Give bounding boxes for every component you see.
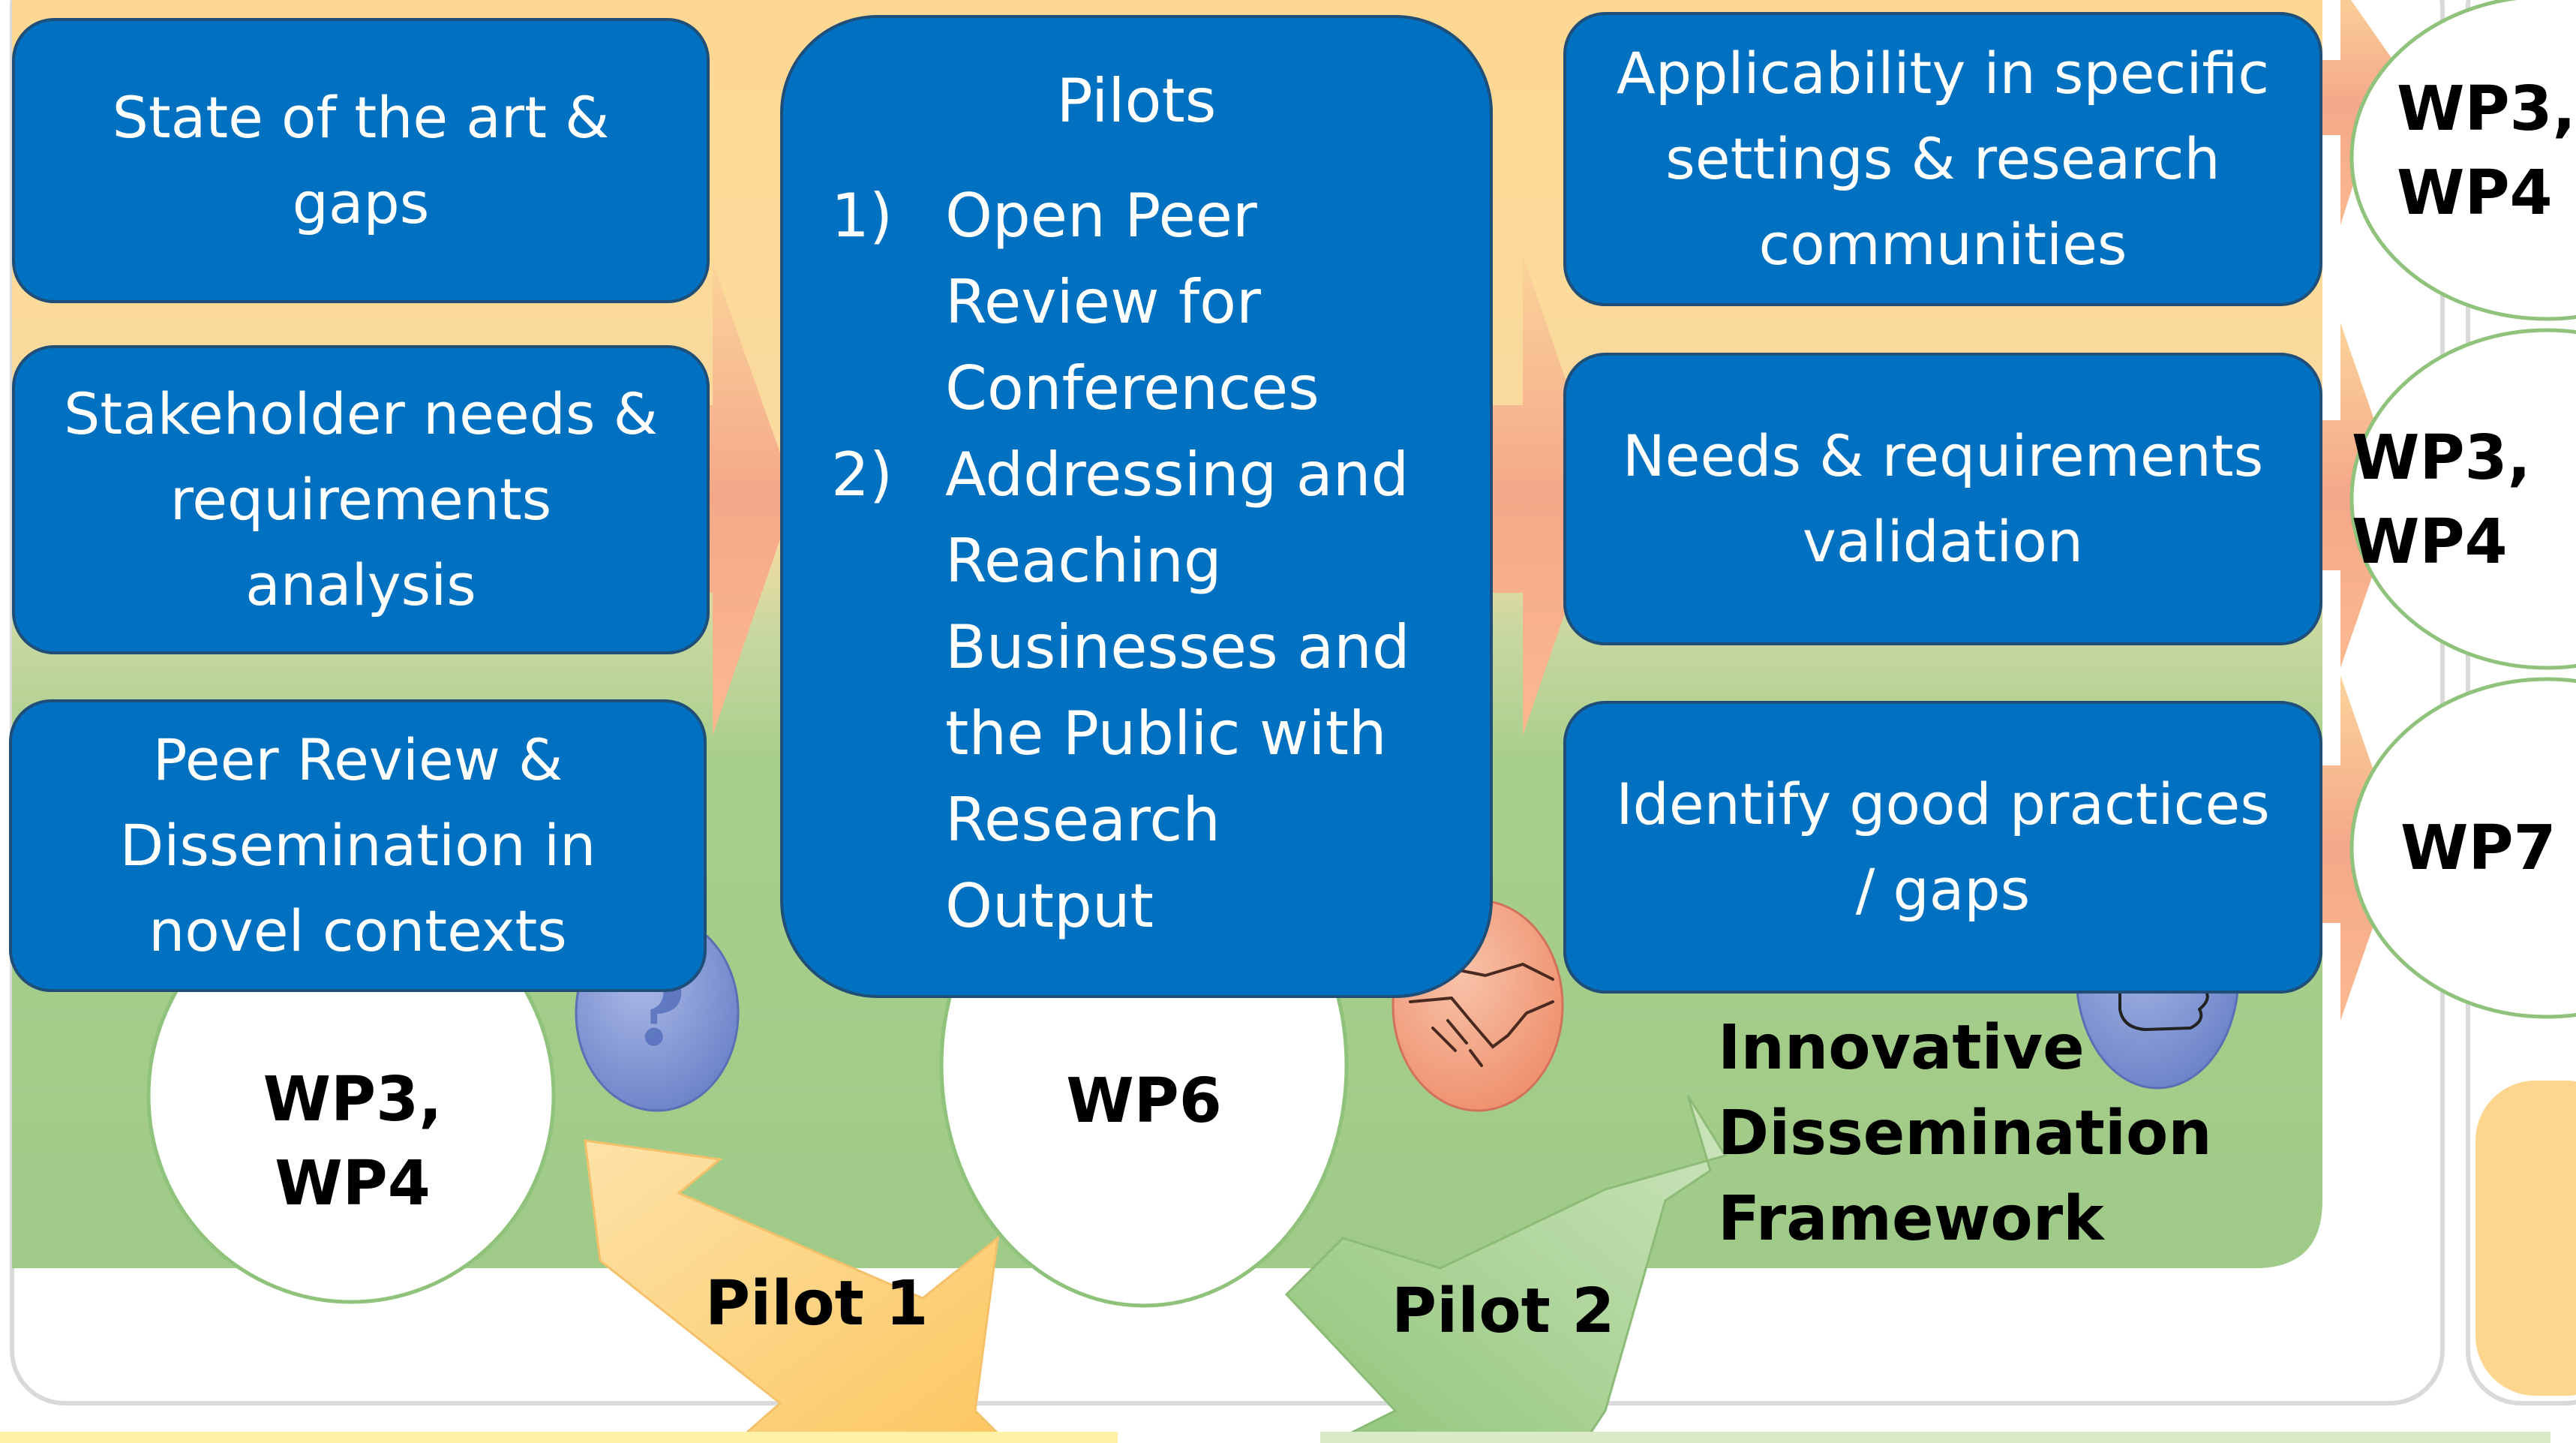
box-line: settings & research [1665,125,2220,192]
bottom-strip-yellow [0,1432,1118,1443]
wp-line: WP3, [2352,422,2531,494]
pilot2-arrow [1284,1095,1728,1443]
pilot-item-2: Addressing and Reaching Businesses and t… [945,431,1410,949]
pilot-item-number: 1) [831,181,893,251]
pilot2-label: Pilot 2 [1392,1276,1615,1347]
framework-label: Innovative Dissemination Framework [1718,1006,2212,1262]
pilot1-label: Pilot 1 [705,1268,929,1339]
bottom-strip-green [1320,1432,2550,1443]
input-box-stakeholder-needs: Stakeholder needs & requirements analysi… [12,345,710,654]
pilot-item-line: Open Peer [945,181,1257,251]
wp-label-left: WP3, WP4 [255,1058,450,1226]
pilots-box [780,15,1493,998]
pilot-item-line: Conferences [945,353,1320,423]
box-line: Peer Review & [152,726,563,793]
wp-label-right-mid: WP3, WP4 [2352,416,2531,585]
input-box-state-of-art: State of the art & gaps [12,18,710,303]
pilot-item-line: the Public with [945,699,1387,768]
wp-line: WP4 [2352,507,2508,578]
pilot-item-line: Reaching [945,526,1222,596]
box-line: State of the art & [112,84,610,151]
circle-right-top [2349,0,2576,321]
box-line: analysis [245,552,476,618]
arrow-center-to-right [1463,255,1605,735]
output-box-needs-validation: Needs & requirements validation [1563,353,2322,645]
output-box-good-practices: Identify good practices / gaps [1563,701,2322,994]
box-line: validation [1802,508,2084,575]
box-line: gaps [292,170,430,236]
box-line: Stakeholder needs & [64,380,658,447]
wp-line: WP4 [2397,158,2553,229]
right-orange-block [2475,1081,2576,1396]
wp-line: WP3, [263,1064,443,1135]
box-line: communities [1758,211,2127,278]
pilots-title: Pilots [1056,66,1217,136]
framework-line: Framework [1718,1183,2104,1255]
box-line: requirements [170,466,552,533]
wp-label-right-bottom: WP7 [2400,813,2556,884]
framework-line: Dissemination [1718,1098,2212,1169]
pilot-item-line: Addressing and [945,440,1410,510]
box-line: Needs & requirements [1622,422,2264,489]
wp-line: WP4 [275,1148,431,1219]
box-line: Identify good practices [1616,771,2270,837]
box-line: / gaps [1855,856,2031,923]
input-box-peer-review: Peer Review & Dissemination in novel con… [9,699,707,992]
circle-right-bottom [2349,677,2576,1019]
pilot-item-line: Research [945,785,1220,855]
wp-label-right-top: WP3, WP4 [2397,68,2576,236]
pilot1-arrow [584,1139,1010,1443]
box-line: Dissemination in [119,812,596,879]
output-box-applicability: Applicability in specific settings & res… [1563,12,2322,306]
wp-line: WP3, [2397,74,2576,145]
pilot-item-line: Review for [945,267,1261,337]
pilot-item-line: Businesses and [945,612,1410,682]
box-line: Applicability in specific [1616,40,2270,107]
box-line: novel contexts [149,897,567,964]
circle-right-mid [2349,328,2576,670]
pilot-item-1: Open Peer Review for Conferences [945,173,1320,431]
framework-line: Innovative [1718,1012,2085,1084]
wp-label-center: WP6 [1066,1066,1222,1137]
pilot-item-number: 2) [831,440,893,510]
pilot-item-line: Output [945,871,1154,941]
